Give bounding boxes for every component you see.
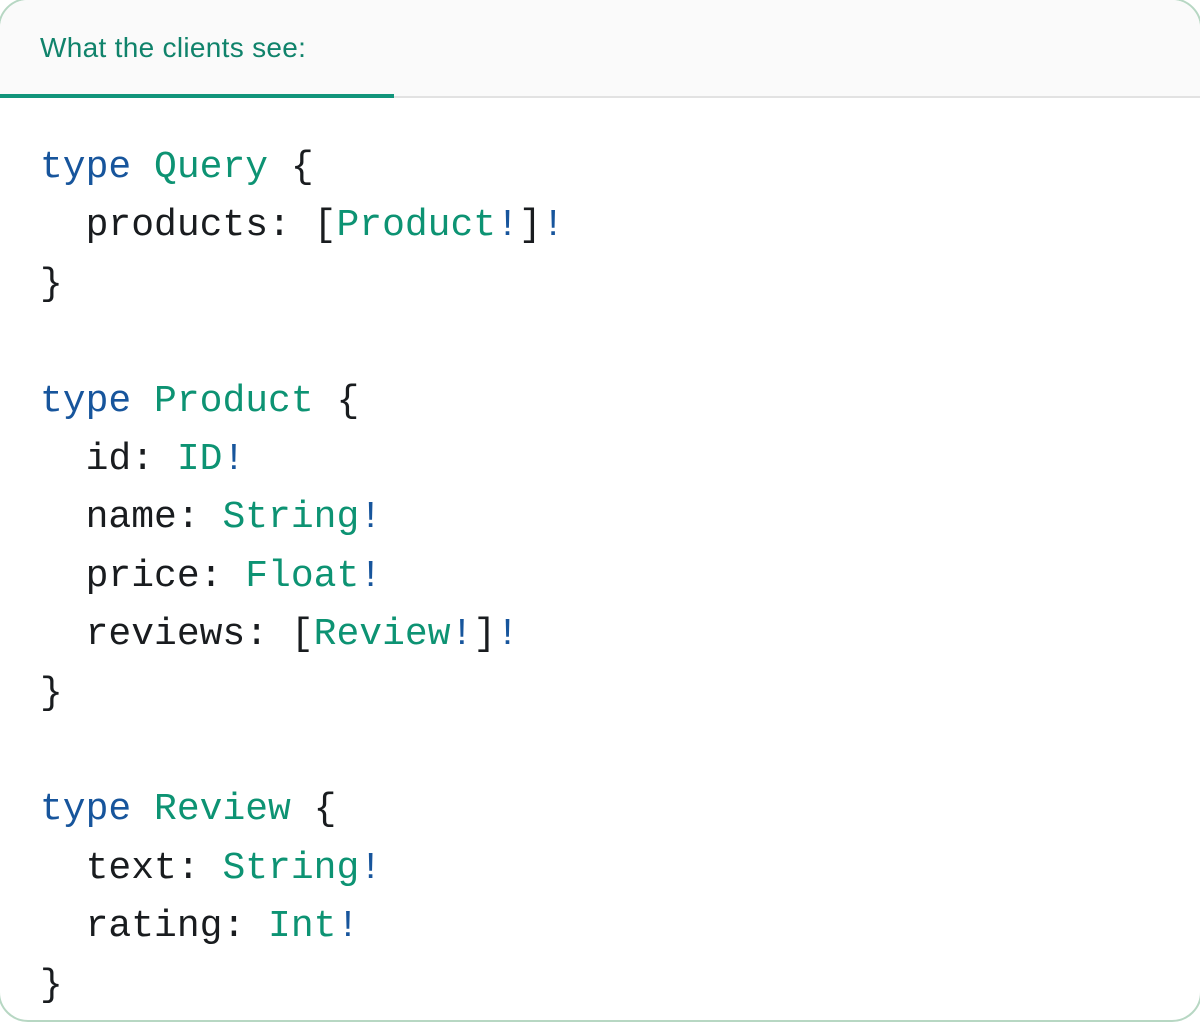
tab-what-clients-see[interactable]: What the clients see: (0, 0, 394, 98)
tab-bar: What the clients see: (0, 0, 1200, 98)
active-tab-indicator (0, 94, 394, 98)
tab-label: What the clients see: (40, 32, 307, 63)
code-block: type Query { products: [Product!]! } typ… (0, 98, 1200, 1013)
graphql-schema-code: type Query { products: [Product!]! } typ… (40, 146, 565, 1007)
